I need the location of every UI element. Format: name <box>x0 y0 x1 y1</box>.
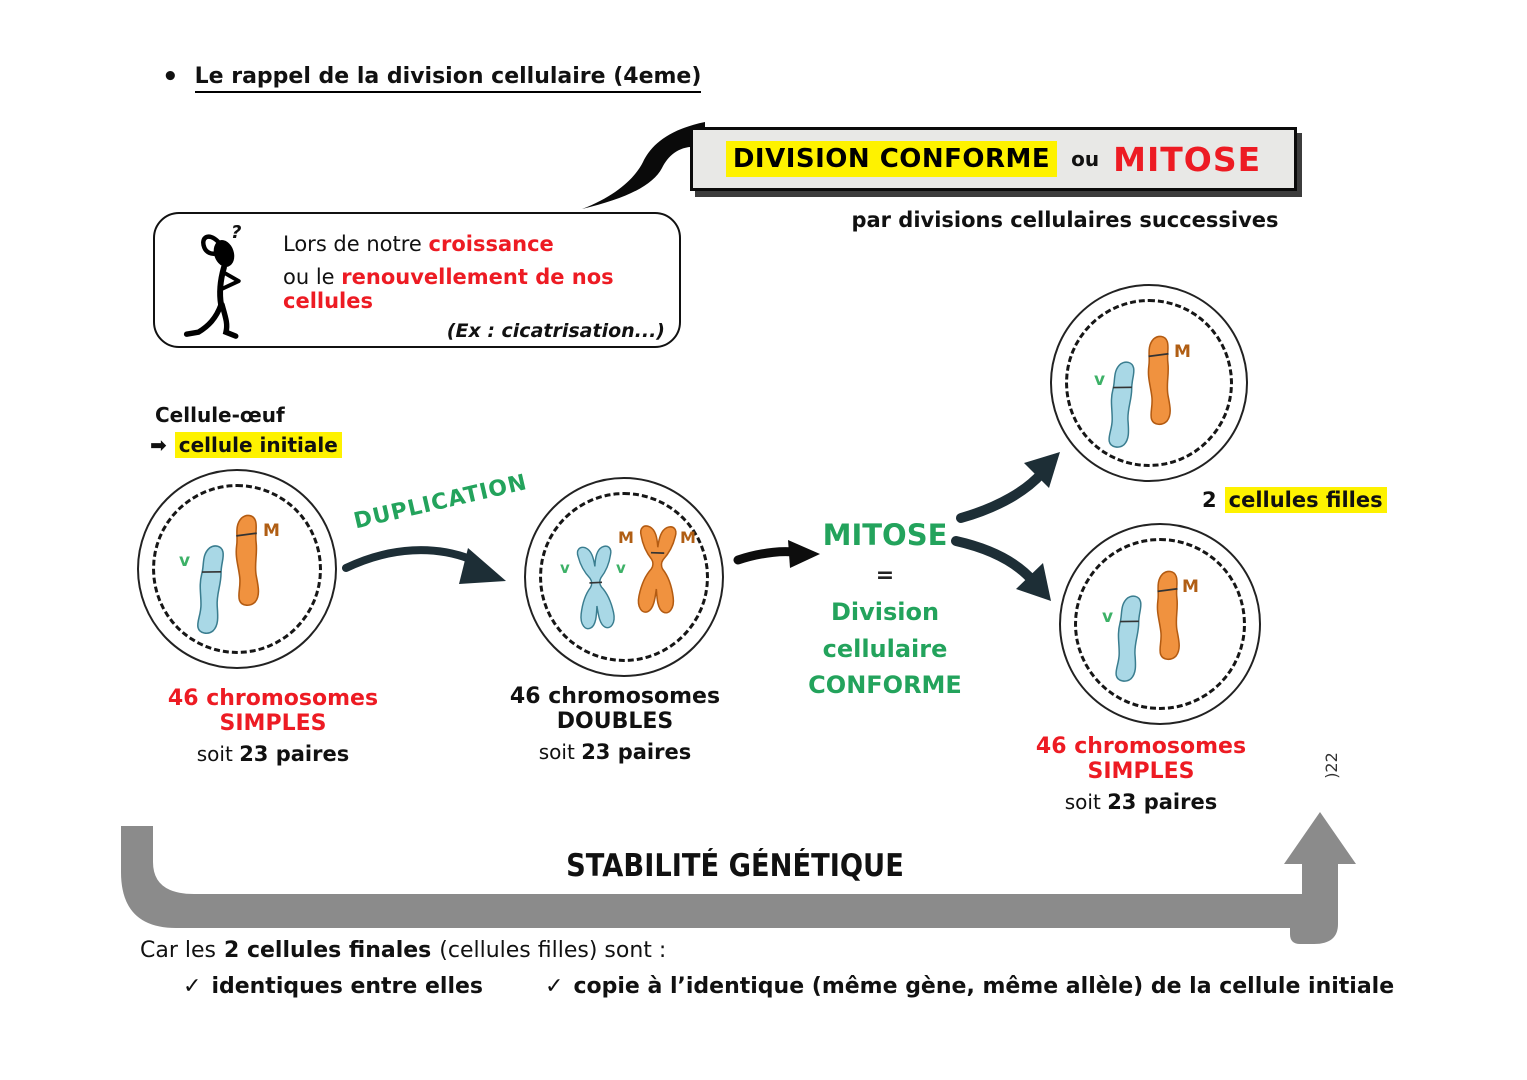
thought-line-1: Lors de notre croissance <box>283 232 665 256</box>
division-conforme-banner: DIVISION CONFORME ou MITOSE <box>690 127 1297 191</box>
duplication-arrow <box>342 546 506 584</box>
caption-doubled-sub: soit 23 paires <box>480 740 750 764</box>
page-title: Le rappel de la division cellulaire (4em… <box>194 64 702 93</box>
caption-initial-sub: soit 23 paires <box>140 742 406 766</box>
maternal-chromosome-simple <box>1147 335 1171 426</box>
banner-connector: ou <box>1071 147 1100 171</box>
page-title-row: • Le rappel de la division cellulaire (4… <box>162 62 702 93</box>
paternal-chromosome-simple <box>1108 361 1135 448</box>
margin-note: )22 <box>1321 752 1341 779</box>
check1-text: identiques entre elles <box>211 974 483 999</box>
paternal-chromosome-simple <box>196 545 225 634</box>
check-item-1: ✓ identiques entre elles <box>183 974 483 999</box>
pairs-text: 23 paires <box>239 742 350 766</box>
title-bullet: • <box>162 62 179 92</box>
doubled-cell-diagram: v v M M <box>524 477 724 677</box>
daughter-cell-top: v M <box>1050 284 1248 482</box>
footer-checks: ✓ identiques entre elles ✓ copie à l’ide… <box>183 974 1394 999</box>
thought-line2-plain: ou le <box>283 265 335 289</box>
definition-line-3: CONFORME <box>808 671 962 699</box>
thought-line-2: ou le renouvellement de nos cellules <box>283 265 665 313</box>
definition-line-1: Division <box>830 598 940 626</box>
daughter-top-nucleus <box>1065 299 1233 467</box>
genetic-stability-title: STABILITÉ GÉNÉTIQUE <box>566 848 904 884</box>
branch-arrow-bottom <box>951 536 1051 601</box>
banner-mitose: MITOSE <box>1113 139 1262 179</box>
maternal-chromosome-simple <box>235 514 260 606</box>
banner-subtitle: par divisions cellulaires successives <box>851 208 1279 232</box>
footer-intro-tail: (cellules filles) sont : <box>439 938 667 963</box>
caption-daughters-main: 46 chromosomes SIMPLES <box>1035 734 1247 784</box>
maternal-chromosome-simple <box>1156 570 1180 661</box>
cellule-oeuf-label: Cellule-œuf <box>155 403 285 427</box>
chromosome-label-v: v <box>179 551 191 571</box>
caption-daughter-cells: 46 chromosomes SIMPLES soit 23 paires <box>1008 734 1274 814</box>
cellule-initiale-label: cellule initiale <box>174 432 342 458</box>
question-mark: ? <box>231 222 242 243</box>
footer-intro-bold: 2 cellules finales <box>224 938 432 963</box>
chromosome-label-v: v <box>1094 370 1106 390</box>
pairs-text: 23 paires <box>581 740 692 764</box>
footer-intro-plain: Car les <box>140 938 216 963</box>
thought-line1-plain: Lors de notre <box>283 232 422 256</box>
checkmark-icon: ✓ <box>183 974 202 999</box>
chromosome-label-m: M <box>1174 342 1191 362</box>
chromosome-label-m: M <box>680 528 696 547</box>
thought-line1-red: croissance <box>428 232 554 256</box>
duplication-label: DUPLICATION <box>351 470 530 535</box>
soit-text: soit <box>1064 790 1101 814</box>
maternal-chromosome-double <box>637 525 677 614</box>
doubled-cell-nucleus <box>539 492 709 662</box>
chromosome-label-m: M <box>263 521 280 541</box>
daughter-count: 2 <box>1202 488 1217 512</box>
check-item-2: ✓ copie à l’identique (même gène, même a… <box>545 974 1394 999</box>
mitose-label: MITOSE <box>822 518 948 552</box>
caption-initial-main: 46 chromosomes SIMPLES <box>167 686 379 736</box>
caption-doubled-cell: 46 chromosomes DOUBLES soit 23 paires <box>480 684 750 764</box>
chromosome-label-m: M <box>1182 577 1199 597</box>
soit-text: soit <box>196 742 233 766</box>
check2-text: copie à l’identique (même gène, même all… <box>573 974 1395 999</box>
chromosome-label-v: v <box>560 559 570 577</box>
thought-example: (Ex : cicatrisation...) <box>446 320 665 342</box>
arrow-right-icon: ➡ <box>150 433 167 457</box>
caption-daughters-sub: soit 23 paires <box>1008 790 1274 814</box>
caption-doubled-main: 46 chromosomes DOUBLES <box>509 684 721 734</box>
equals-sign: = <box>875 563 895 588</box>
banner-highlighted-text: DIVISION CONFORME <box>725 141 1058 177</box>
cellule-initiale-row: ➡ cellule initiale <box>150 432 342 458</box>
mitose-arrow <box>733 540 820 568</box>
thinking-person-icon <box>183 234 241 339</box>
paternal-chromosome-simple <box>1115 595 1142 682</box>
chromosome-label-v: v <box>1102 607 1114 627</box>
thought-line2-red: renouvellement de nos cellules <box>283 265 614 313</box>
chromosome-label-m: M <box>618 528 634 547</box>
soit-text: soit <box>538 740 575 764</box>
thought-box-text: Lors de notre croissance ou le renouvell… <box>283 232 665 342</box>
chromosome-label-v: v <box>616 559 626 577</box>
paternal-chromosome-double <box>576 545 615 630</box>
daughter-cells-label-row: 2 cellules filles <box>1202 487 1387 513</box>
caption-initial-cell: 46 chromosomes SIMPLES soit 23 paires <box>140 686 406 766</box>
daughter-cell-bottom: v M <box>1059 523 1261 725</box>
footer-intro: Car les 2 cellules finales (cellules fil… <box>140 938 666 963</box>
initial-cell-diagram: v M <box>137 469 337 669</box>
pairs-text: 23 paires <box>1107 790 1218 814</box>
initial-cell-nucleus <box>152 484 322 654</box>
definition-line-2: cellulaire <box>822 635 948 663</box>
callout-tail <box>582 122 705 209</box>
daughter-label: cellules filles <box>1224 487 1387 513</box>
checkmark-icon: ✓ <box>545 974 564 999</box>
branch-arrow-top <box>956 452 1060 523</box>
thought-box: ? Lors de notre croissance ou le renouve… <box>153 212 681 348</box>
daughter-bottom-nucleus <box>1074 538 1246 710</box>
